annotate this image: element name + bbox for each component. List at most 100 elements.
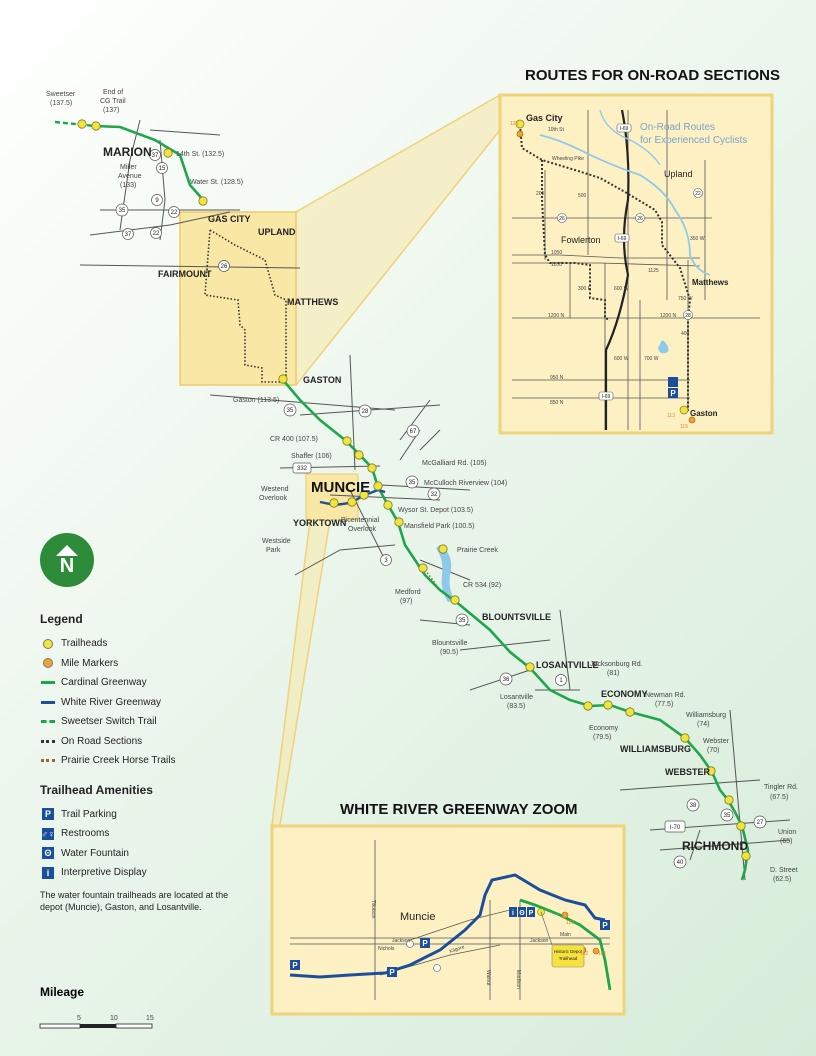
trailhead-end-cg[interactable] (91, 121, 101, 131)
sweetser-line-icon (41, 720, 55, 724)
parking-icon (387, 967, 397, 977)
trailhead-14th[interactable] (163, 148, 173, 158)
trailhead-losantville[interactable] (525, 662, 535, 672)
city-webster: WEBSTER (665, 767, 711, 777)
svg-text:35: 35 (459, 618, 466, 624)
svg-text:15: 15 (159, 166, 166, 172)
city-upland: UPLAND (258, 227, 296, 237)
trailhead-union[interactable] (736, 821, 746, 831)
svg-text:(70): (70) (707, 747, 719, 754)
trailhead-gaston[interactable] (278, 374, 288, 384)
trailhead-prairie-creek[interactable] (438, 544, 448, 554)
city-fairmount: FAIRMOUNT (158, 269, 212, 279)
svg-text:22: 22 (153, 231, 160, 237)
svg-text:(79.5): (79.5) (593, 734, 611, 741)
legend-title: Legend (40, 612, 83, 626)
amenity-water: ʘ Water Fountain (40, 844, 240, 864)
trailhead-d-street[interactable] (741, 851, 751, 861)
svg-text:37: 37 (152, 153, 159, 159)
trailhead-water-st[interactable] (198, 196, 208, 206)
svg-text:Mansfield Park (100.5): Mansfield Park (100.5) (404, 523, 474, 530)
trailhead-mcgalliard[interactable] (367, 463, 377, 473)
svg-text:35: 35 (724, 813, 731, 819)
city-losantville: LOSANTVILLE (536, 660, 599, 670)
trailhead-newman[interactable] (625, 707, 635, 717)
svg-text:200: 200 (536, 191, 545, 197)
svg-text:Jacksonburg Rd.: Jacksonburg Rd. (590, 661, 643, 668)
svg-text:1125: 1125 (648, 268, 659, 274)
trailhead-cr400[interactable] (342, 436, 352, 446)
svg-text:35: 35 (287, 408, 294, 414)
svg-text:Upland: Upland (664, 169, 693, 179)
trailhead-medford[interactable] (418, 563, 428, 573)
trailhead-sweetser[interactable] (77, 119, 87, 129)
svg-text:28: 28 (362, 409, 369, 415)
trailhead-economy[interactable] (583, 701, 593, 711)
trailhead-westend[interactable] (329, 498, 339, 508)
trailhead-jacksonburg[interactable] (603, 700, 613, 710)
svg-text:Matthews: Matthews (692, 278, 729, 287)
mileage-title: Mileage (40, 985, 85, 999)
horse-trail-line-icon (41, 759, 55, 763)
svg-text:1200 N: 1200 N (548, 313, 565, 319)
trailhead-webster[interactable] (706, 766, 716, 776)
svg-text:(90.5): (90.5) (440, 649, 458, 656)
svg-text:14th St. (132.5): 14th St. (132.5) (176, 151, 224, 158)
trailhead-tingler[interactable] (724, 795, 734, 805)
cardinal-greenway-north (94, 124, 206, 203)
svg-text:P: P (292, 961, 298, 970)
routes-inset-title: ROUTES FOR ON-ROAD SECTIONS (525, 67, 780, 84)
mileage-scale-bar: 5 10 15 (39, 1015, 154, 1029)
city-yorktown: YORKTOWN (293, 518, 346, 528)
svg-text:(77.5): (77.5) (655, 701, 673, 708)
svg-text:P: P (602, 921, 608, 930)
svg-text:P: P (389, 968, 395, 977)
trailhead-mansfield[interactable] (394, 517, 404, 527)
white-river-title: WHITE RIVER GREENWAY ZOOM (340, 801, 578, 818)
svg-text:(81): (81) (607, 670, 619, 677)
svg-text:Historic Depot: Historic Depot (554, 949, 583, 954)
north-arrow: N (40, 533, 94, 587)
svg-text:102: 102 (580, 951, 589, 957)
trailhead-depot[interactable] (383, 500, 393, 510)
svg-text:Westside: Westside (262, 538, 291, 545)
trailhead-mcculloch[interactable] (373, 481, 383, 491)
svg-text:1200 N: 1200 N (660, 313, 677, 319)
svg-text:Medford: Medford (395, 589, 421, 596)
svg-text:10: 10 (110, 1015, 118, 1022)
svg-text:CR 534 (92): CR 534 (92) (463, 582, 501, 589)
svg-text:Gaston (113.5): Gaston (113.5) (233, 397, 279, 404)
svg-text:15: 15 (146, 1015, 154, 1022)
white-river-inset: Historic Depot Trailhead P P P i ʘ P P M… (270, 824, 626, 1016)
muncie-inset-label: Muncie (400, 911, 435, 923)
water-fountain-note: The water fountain trailheads are locate… (40, 889, 229, 912)
svg-text:(137): (137) (103, 107, 119, 114)
svg-text:Westend: Westend (261, 486, 289, 493)
parking-icon (290, 960, 300, 970)
trailhead-shaffer[interactable] (354, 450, 364, 460)
svg-text:126: 126 (510, 121, 519, 127)
svg-text:Wheeling Pike: Wheeling Pike (552, 156, 584, 162)
svg-text:350 W: 350 W (690, 236, 705, 242)
legend-item-mile-markers: Mile Markers (40, 654, 240, 674)
svg-text:P: P (670, 389, 676, 398)
prairie-creek-reservoir (436, 545, 455, 602)
trailhead-cr534[interactable] (450, 595, 460, 605)
trailhead-bicentennial[interactable] (347, 497, 357, 507)
svg-text:(137.5): (137.5) (50, 100, 72, 107)
svg-text:36: 36 (503, 677, 510, 683)
on-road-route-west (204, 229, 284, 383)
svg-text:101: 101 (598, 951, 607, 957)
trailhead-wysor[interactable] (359, 490, 369, 500)
svg-text:I-70: I-70 (670, 825, 681, 831)
svg-text:(83.5): (83.5) (507, 703, 525, 710)
svg-text:5: 5 (77, 1015, 81, 1022)
svg-text:(97): (97) (400, 598, 412, 605)
svg-text:600 W: 600 W (614, 286, 629, 292)
svg-text:Fowlerton: Fowlerton (561, 235, 601, 245)
trailhead-williamsburg[interactable] (680, 733, 690, 743)
svg-text:Nichols: Nichols (378, 946, 395, 952)
svg-text:37: 37 (125, 232, 132, 238)
svg-text:40: 40 (677, 860, 684, 866)
